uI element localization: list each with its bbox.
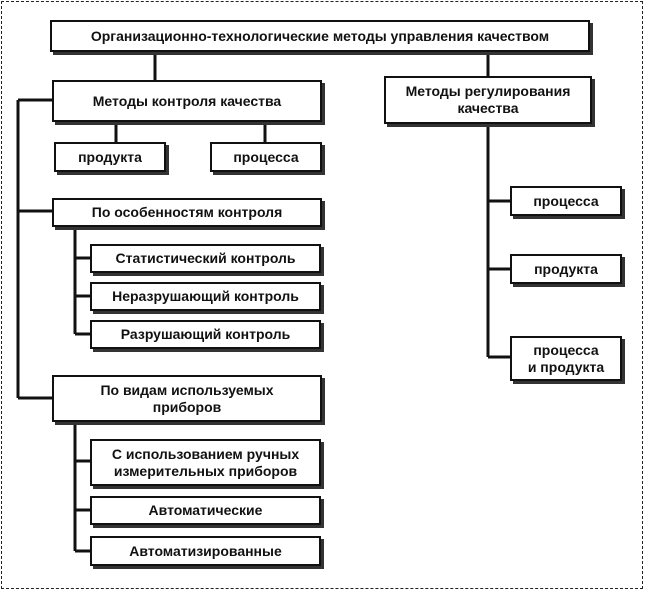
statistical-control-label: Статистический контроль xyxy=(115,250,296,267)
control-product-box: продукта xyxy=(54,142,166,172)
regulation-label-line1: Методы регулирования xyxy=(405,83,571,100)
control-features-box: По особенностям контроля xyxy=(52,198,322,227)
regulation-process-label: процесса xyxy=(533,192,599,209)
nondestructive-control-label: Неразрушающий контроль xyxy=(112,288,299,305)
regulation-process-box: процесса xyxy=(510,186,622,216)
statistical-control-box: Статистический контроль xyxy=(90,244,321,273)
devices-label-line2: приборов xyxy=(152,398,222,415)
control-methods-box: Методы контроля качества xyxy=(52,80,322,122)
nondestructive-control-box: Неразрушающий контроль xyxy=(90,282,321,311)
destructive-control-box: Разрушающий контроль xyxy=(90,320,321,349)
regulation-product-box: продукта xyxy=(510,254,622,284)
regulation-both-line1: процесса xyxy=(533,341,599,358)
manual-instruments-line1: С использованием ручных xyxy=(111,445,300,462)
control-features-label: По особенностям контроля xyxy=(91,204,283,221)
control-process-label: процесса xyxy=(233,148,299,165)
regulation-both-box: процесса и продукта xyxy=(510,336,622,381)
automated-label: Автоматизированные xyxy=(129,542,282,559)
root-box: Организационно-технологические методы уп… xyxy=(50,20,590,52)
manual-instruments-line2: измерительных приборов xyxy=(113,462,298,479)
destructive-control-label: Разрушающий контроль xyxy=(120,326,291,343)
control-product-label: продукта xyxy=(78,148,142,165)
manual-instruments-box: С использованием ручных измерительных пр… xyxy=(90,439,321,486)
regulation-product-label: продукта xyxy=(534,260,598,277)
automatic-box: Автоматические xyxy=(90,496,321,525)
control-process-box: процесса xyxy=(210,142,322,172)
regulation-methods-box: Методы регулирования качества xyxy=(384,76,592,124)
automatic-label: Автоматические xyxy=(148,502,263,519)
root-label: Организационно-технологические методы уп… xyxy=(90,27,550,44)
control-methods-label: Методы контроля качества xyxy=(92,92,282,109)
regulation-both-line2: и продукта xyxy=(527,358,605,375)
devices-box: По видам используемых приборов xyxy=(52,375,322,422)
automated-box: Автоматизированные xyxy=(90,536,321,566)
regulation-label-line2: качества xyxy=(457,100,519,116)
devices-label-line1: По видам используемых xyxy=(100,381,274,398)
